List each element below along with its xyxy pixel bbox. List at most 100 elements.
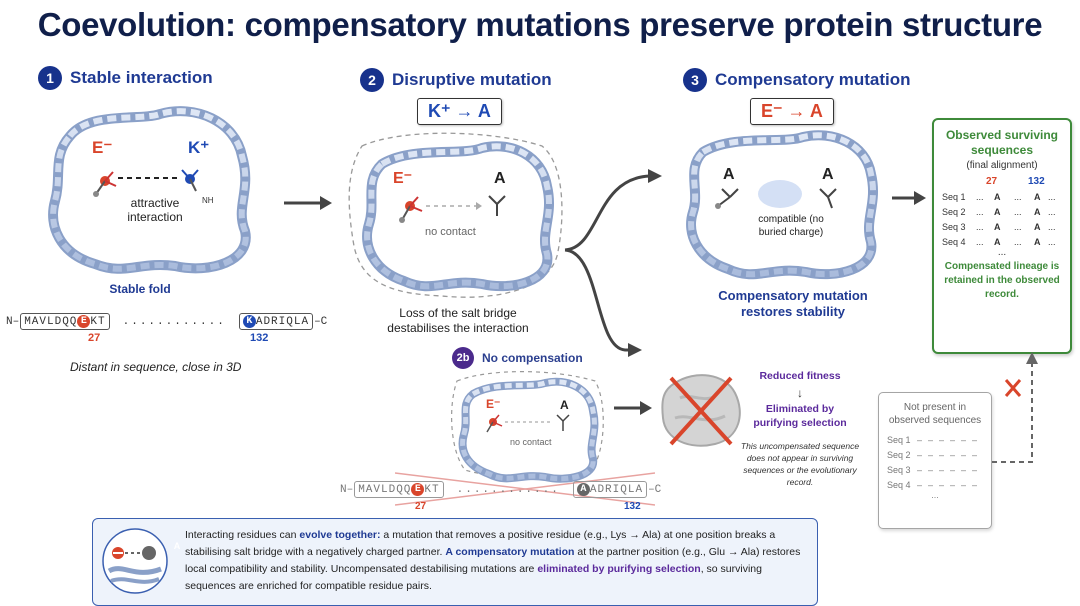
seq2b-left-tail: KT <box>424 483 440 496</box>
label-glu-charge-2b: E⁻ <box>486 397 501 411</box>
label-glu-charge-2: E⁻ <box>393 170 413 187</box>
observed-row-pos132: A <box>1034 207 1041 217</box>
not-present-row: Seq 2–––––– <box>887 450 991 460</box>
not-present-cell: – <box>928 450 934 460</box>
not-present-cell: – <box>928 465 934 475</box>
page-title: Coevolution: compensatory mutations pres… <box>37 6 1043 43</box>
step-1-title: Stable interaction <box>70 68 213 87</box>
step-2-heading: 2 Disruptive mutation <box>360 68 552 92</box>
label-ala-3a: A <box>723 166 735 183</box>
not-present-row-label: Seq 2 <box>887 450 911 460</box>
summary-part-5: at the partner position (e.g., Glu → Ala… <box>185 546 801 575</box>
seq2b-n-terminus: N– <box>340 483 354 496</box>
observed-row: Seq 2...A...A... <box>934 207 1070 217</box>
observed-rows: Seq 1...A...A...Seq 2...A...A...Seq 3...… <box>934 192 1070 247</box>
seq2b-left-segment: MAVLDQQ E KT <box>354 481 444 498</box>
not-present-cell: – <box>961 480 967 490</box>
residue-132-marker: K <box>242 315 256 328</box>
arrow-1-to-2 <box>284 196 332 210</box>
eliminated-note: This uncompensated sequence does not app… <box>740 441 860 487</box>
seq2b-pos-132: 132 <box>624 501 641 512</box>
not-present-more: ... <box>931 490 939 500</box>
not-present-rows: Seq 1––––––Seq 2––––––Seq 3––––––Seq 4––… <box>879 435 991 490</box>
panel3-caption: Compensatory mutation restores stability <box>718 288 868 319</box>
seq2b-pos-27: 27 <box>415 501 427 512</box>
summary-evolve-together: evolve together: <box>299 529 381 541</box>
seq-right-segment: K ADRIQLA <box>238 313 314 330</box>
observed-row-gap: ... <box>976 192 984 202</box>
seq-left-segment: MAVLDQQ E KT <box>20 313 110 330</box>
observed-row-gap: ... <box>976 222 984 232</box>
summary-part-7: , so surviving sequences are enriched fo… <box>185 563 762 592</box>
observed-more: ... <box>997 247 1007 258</box>
protein-fold-compensated <box>686 130 879 280</box>
protein-fold-disrupted <box>348 132 563 298</box>
reduced-fitness-label: Reduced fitness <box>759 370 841 382</box>
not-present-cell: – <box>917 480 923 490</box>
not-present-cell: – <box>950 465 956 475</box>
eliminated-protein-icon <box>661 374 741 447</box>
seq-right-residues: ADRIQLA <box>255 315 310 328</box>
seq2b-residue-27: E <box>411 483 425 496</box>
sequence-wildtype: N– MAVLDQQ E KT ............ K ADRIQLA –… <box>6 313 327 330</box>
not-present-cell: – <box>961 450 967 460</box>
not-present-cell: – <box>917 465 923 475</box>
observed-row-gap: ... <box>1048 192 1056 202</box>
not-present-cell: – <box>972 450 978 460</box>
seq-n-terminus: N– <box>6 315 20 328</box>
label-no-contact-2b: no contact <box>510 437 552 447</box>
step-1-number: 1 <box>38 66 62 90</box>
label-ala-2: A <box>494 170 506 187</box>
seq-left-tail: KT <box>90 315 106 328</box>
not-present-row: Seq 1–––––– <box>887 435 991 445</box>
summary-part-1: Interacting residues can <box>185 529 300 541</box>
not-present-row: Seq 4–––––– <box>887 480 991 490</box>
observed-row-label: Seq 2 <box>942 207 966 217</box>
observed-subtitle: (final alignment) <box>966 160 1038 171</box>
label-ala-2b: A <box>560 398 569 412</box>
observed-row-gap: ... <box>976 207 984 217</box>
observed-row-pos27: A <box>994 222 1001 232</box>
summary-info-box: A Interacting residues can evolve togeth… <box>92 518 818 606</box>
not-present-cell: – <box>961 465 967 475</box>
position-132-label: 132 <box>250 332 269 344</box>
not-present-cell: – <box>961 435 967 445</box>
seq-gap-dots: ............ <box>122 315 226 328</box>
not-present-row-label: Seq 3 <box>887 465 911 475</box>
observed-row-gap: ... <box>1048 237 1056 247</box>
seq2b-left-residues: MAVLDQQ <box>358 483 412 496</box>
down-arrow-icon: ↓ <box>797 386 803 400</box>
seq-c-terminus: –C <box>314 315 328 328</box>
label-lys-charge: K⁺ <box>188 138 210 157</box>
summary-part-3: a mutation that removes a positive resid… <box>185 529 776 558</box>
mutation-box-k-to-a: K⁺ → A <box>417 98 502 125</box>
observed-col-27: 27 <box>986 176 998 187</box>
label-attractive-interaction: attractive interaction <box>127 196 183 224</box>
not-present-row-label: Seq 4 <box>887 480 911 490</box>
observed-title: Observed surviving sequences <box>945 128 1059 157</box>
protein-fold-stable <box>48 106 251 274</box>
panel2-caption: Loss of the salt bridge destabilises the… <box>387 306 529 335</box>
sequence-note: Distant in sequence, close in 3D <box>70 360 242 374</box>
arrow-2b-to-eliminated <box>614 401 652 415</box>
observed-header-row: 27 132 <box>934 176 1070 187</box>
observed-row-gap: ... <box>1048 207 1056 217</box>
observed-row-pos27: A <box>994 207 1001 217</box>
observed-row-gap: ... <box>1048 222 1056 232</box>
label-glu-charge: E⁻ <box>92 138 113 157</box>
seq2b-c-terminus: –C <box>648 483 662 496</box>
not-present-row-label: Seq 1 <box>887 435 911 445</box>
observed-row-gap: ... <box>1014 222 1022 232</box>
not-present-box: Not present in observed sequences Seq 1–… <box>878 392 992 529</box>
label-nh: NH <box>202 196 214 205</box>
label-no-contact: no contact <box>425 226 476 238</box>
observed-row-label: Seq 4 <box>942 237 966 247</box>
not-present-cell: – <box>972 435 978 445</box>
observed-row: Seq 3...A...A... <box>934 222 1070 232</box>
mutation-text-k-to-a: K⁺ → A <box>428 101 491 121</box>
step-2b-number: 2b <box>452 347 474 369</box>
coevolution-icon <box>102 528 168 594</box>
sequence-uncompensated: N– MAVLDQQ E KT ............ A ADRIQLA –… <box>340 481 661 498</box>
step-2-number: 2 <box>360 68 384 92</box>
observed-row-pos27: A <box>994 237 1001 247</box>
